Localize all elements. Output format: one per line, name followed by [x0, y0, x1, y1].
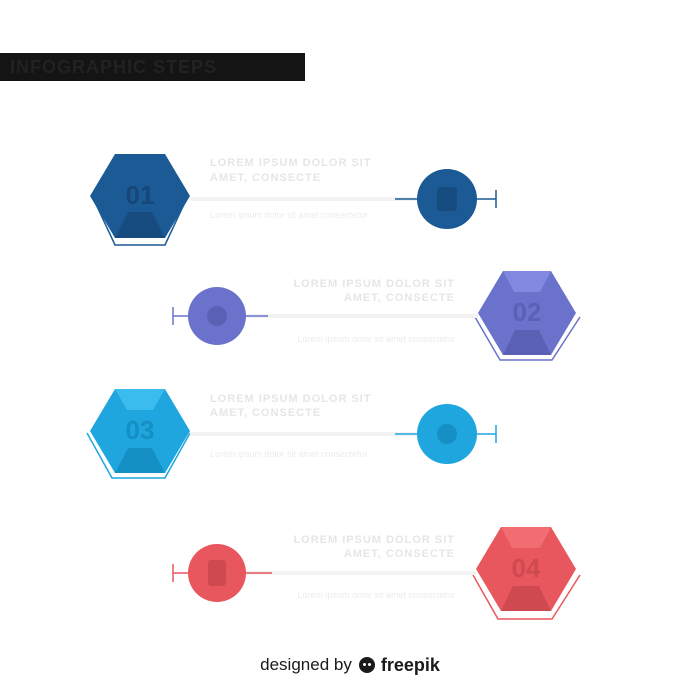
footer-credit: designed by freepik: [0, 652, 700, 678]
page-title: INFOGRAPHIC STEPS: [0, 53, 305, 81]
footer-prefix: designed by: [260, 655, 352, 674]
step-4-icon: [208, 560, 226, 586]
step-3-title-line2: AMET, CONSECTE: [210, 407, 321, 419]
step-3-number: 03: [126, 415, 155, 445]
step-4-hexagon-shadow: [472, 574, 581, 620]
step-3-hexagon: [90, 389, 190, 473]
step-1-icon: [437, 187, 457, 211]
step-3-body: Lorem ipsum dolor sit amet consectetur: [210, 449, 368, 459]
step-3-hexagon-facet: [115, 448, 165, 473]
freepik-logo-icon: [358, 657, 375, 673]
step-1-number: 01: [126, 180, 155, 210]
step-2: 02 LOREM IPSUM DOLOR SIT AMET, CONSECTE …: [172, 271, 581, 361]
step-4-hexagon: [476, 527, 576, 611]
step-4: 04 LOREM IPSUM DOLOR SIT AMET, CONSECTE …: [172, 527, 581, 620]
step-4-hexagon-facet: [501, 586, 551, 611]
step-2-title-line1: LOREM IPSUM DOLOR SIT: [293, 278, 455, 290]
step-3-hexagon-top: [115, 389, 165, 410]
step-1: 01 LOREM IPSUM DOLOR SIT AMET, CONSECTE …: [90, 154, 497, 246]
step-4-number: 04: [512, 553, 541, 583]
step-4-hexagon-top: [501, 527, 551, 548]
step-2-hexagon-shadow: [474, 316, 581, 361]
step-2-title-line2: AMET, CONSECTE: [344, 292, 455, 304]
step-4-title-line2: AMET, CONSECTE: [344, 548, 455, 560]
step-3: 03 LOREM IPSUM DOLOR SIT AMET, CONSECTE …: [86, 389, 497, 479]
footer-brand[interactable]: freepik: [380, 654, 440, 675]
step-4-body: Lorem ipsum dolor sit amet consectetur: [297, 590, 455, 600]
step-2-icon: [207, 306, 227, 326]
step-1-title-line2: AMET, CONSECTE: [210, 172, 321, 184]
step-2-hexagon-facet: [503, 330, 551, 355]
step-1-hexagon: [90, 154, 190, 238]
step-1-title-line1: LOREM IPSUM DOLOR SIT: [210, 157, 372, 169]
step-3-icon: [437, 424, 457, 444]
step-2-body: Lorem ipsum dolor sit amet consectetur: [297, 334, 455, 344]
step-3-hexagon-shadow: [86, 432, 191, 479]
step-4-title-line1: LOREM IPSUM DOLOR SIT: [293, 534, 455, 546]
step-2-hexagon: [478, 271, 576, 355]
step-2-hexagon-top: [503, 271, 551, 292]
step-1-body: Lorem ipsum dolor sit amet consectetur: [210, 210, 368, 220]
step-1-hexagon-facet: [115, 212, 165, 238]
step-3-title-line1: LOREM IPSUM DOLOR SIT: [210, 393, 372, 405]
step-1-hexagon-shadow: [94, 201, 186, 246]
step-2-number: 02: [513, 297, 542, 327]
